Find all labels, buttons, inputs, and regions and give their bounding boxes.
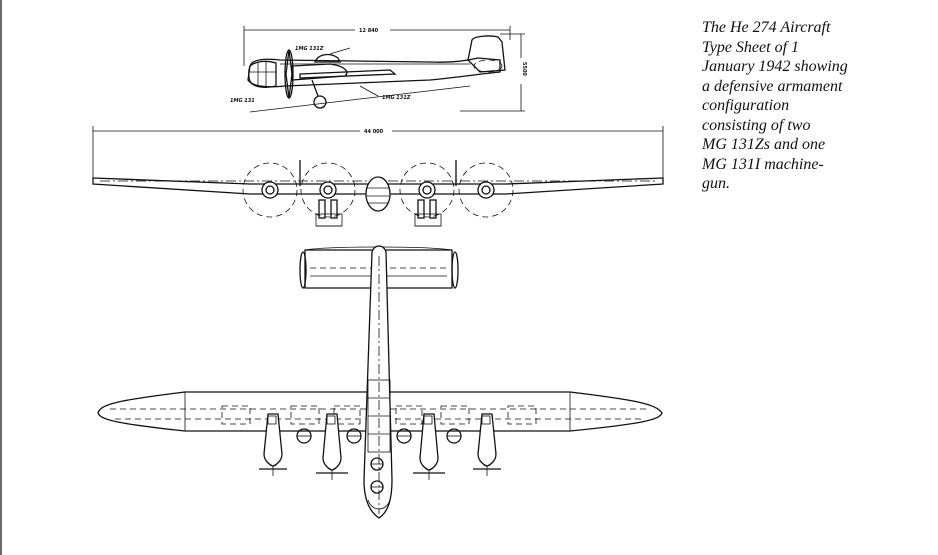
plan-fuel-tank-1 [221,405,251,425]
dorsal-gun-barrel [329,47,351,55]
caption-line: January 1942 showing [702,58,848,75]
front-prop-disc-4 [458,162,514,218]
plan-fuel-tank-2 [290,405,320,425]
front-gear-right-2 [429,199,437,219]
caption-line: gun. [702,175,730,192]
front-engine-1 [261,181,279,199]
front-engine-3 [418,181,436,199]
front-spinner-2 [323,185,333,195]
label-ventral-gun: 1MG 131Z [382,95,411,101]
label-nose-gun: 1MG 131 [230,98,255,104]
plan-engine-3 [419,413,439,471]
span-dim-label: 44 000 [364,129,384,135]
plan-fuselage [363,245,393,519]
front-gear-wheels-right [414,213,442,227]
caption-line: Type Sheet of 1 [702,38,800,56]
plan-exhaust-1 [267,415,277,425]
caption-line: consisting of two [702,116,811,134]
front-prop-disc-2 [300,162,356,218]
plan-exhaust-4 [481,415,491,425]
plan-fuel-tank-3 [333,405,361,425]
front-engine-4 [477,181,495,199]
front-prop-disc-3 [399,162,455,218]
front-spinner-3 [422,185,432,195]
caption-line: MG 131I machine- [702,155,824,173]
plan-fuel-tank-4 [395,405,423,425]
front-spinner-4 [481,185,491,195]
front-gear-wheels-left [315,213,343,227]
plan-main-wing [97,391,663,432]
plan-fin-right [451,251,459,289]
side-landing-wheel [313,95,327,109]
side-ground-line [249,85,471,113]
plan-engine-4 [477,413,497,467]
length-dim-label: 12 840 [359,28,379,34]
side-wing [299,69,397,79]
front-engine-2 [319,181,337,199]
caption-line: a defensive armament [702,77,843,95]
page-left-border [0,0,2,555]
front-wing [92,177,664,195]
side-tail-gun-position [473,59,503,73]
front-gear-left-2 [330,199,338,219]
front-gear-right-1 [417,199,425,219]
plan-fuel-tank-5 [440,405,470,425]
plan-engine-1 [263,413,283,467]
front-view: 44 000 [92,126,664,227]
side-view: 12 840 5500 1MG 131Z 1MG 1 [230,26,527,113]
caption-line: MG 131Zs and one [702,136,826,153]
side-tail-fin [467,35,506,73]
plan-fin-left [299,251,307,289]
ventral-gun-leader [359,85,379,97]
plan-exhaust-3 [423,415,433,425]
front-prop-disc-1 [242,162,298,218]
label-front-turret: 1MG 131Z [295,46,324,52]
plan-exhaust-2 [326,415,336,425]
caption-line: The He 274 Aircraft [702,19,831,36]
plan-horizontal-tail [304,249,453,289]
front-gear-left-1 [318,199,326,219]
plan-nose-glazing [367,499,391,510]
plan-engine-2 [322,413,342,471]
caption-line: configuration [702,97,790,114]
side-propeller-blade [285,49,293,99]
plan-fuel-tank-6 [507,405,537,425]
front-fuselage [365,176,391,212]
figure-caption: The He 274 Aircraft Type Sheet of 1 Janu… [702,18,902,194]
front-spinner-1 [265,185,275,195]
plan-view [97,245,663,519]
height-dim-label: 5500 [521,62,527,76]
side-landing-gear-strut [311,79,319,97]
side-nose-glazing [248,60,277,88]
side-dorsal-turret [314,53,342,63]
